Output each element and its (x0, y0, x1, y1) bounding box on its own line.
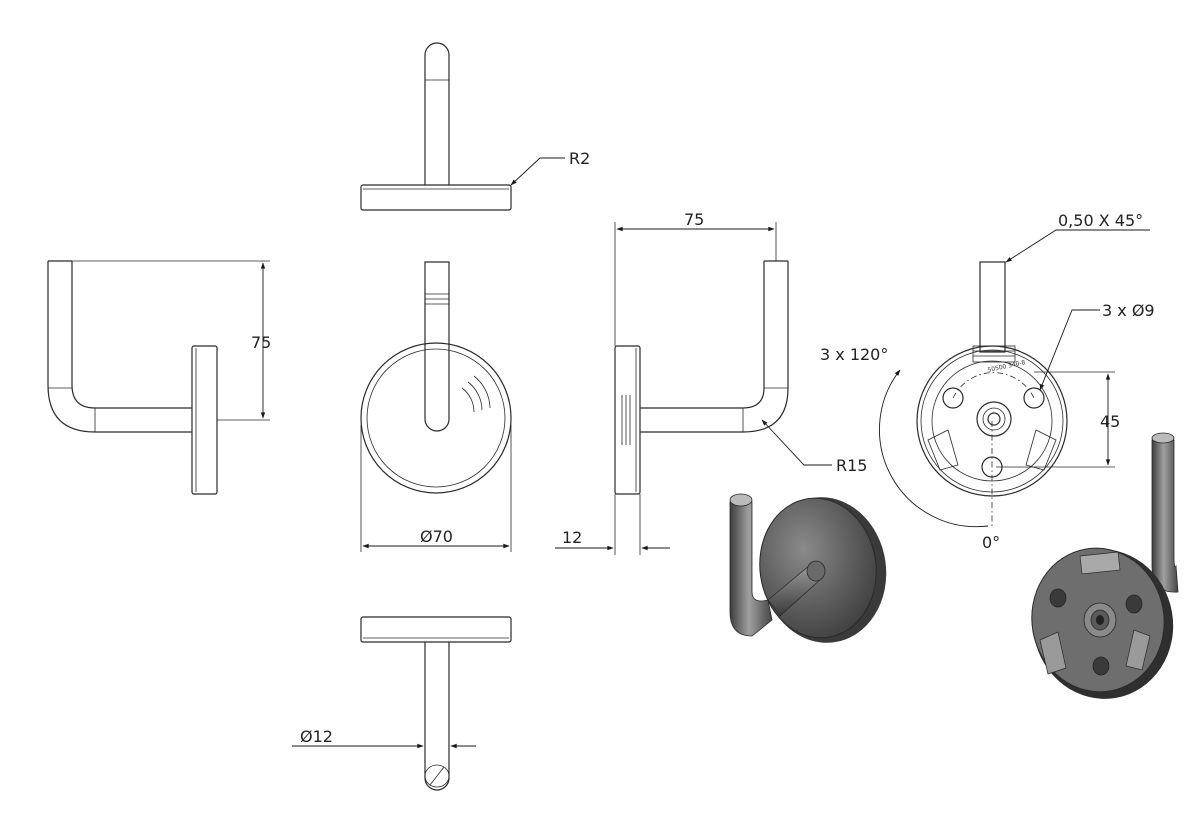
right-side-view: 75 R15 12 (555, 210, 867, 555)
isometric-back-render (1031, 432, 1179, 699)
top-view: R2 (360, 42, 590, 211)
r15-label: R15 (836, 456, 867, 475)
zero-deg-label: 0° (982, 533, 1000, 552)
left-side-view: 75 (47, 260, 271, 495)
front-view: Ø70 (360, 261, 512, 552)
height-75-label: 75 (251, 333, 271, 352)
chamfer-label: 0,50 X 45° (1058, 211, 1143, 230)
width-75-label: 75 (684, 210, 704, 229)
bottom-view: Ø12 (292, 616, 512, 791)
angle-label: 3 x 120° (820, 345, 888, 364)
back-view: 50500 340-8 3 x 120° 0° 0,50 X 45° 3 x Ø… (820, 211, 1155, 552)
holes-label: 3 x Ø9 (1102, 301, 1155, 320)
dia-70-label: Ø70 (420, 527, 453, 546)
isometric-front-render (729, 493, 887, 643)
spacing-45-label: 45 (1100, 412, 1120, 431)
thickness-12-label: 12 (562, 528, 582, 547)
dia-12-label: Ø12 (300, 727, 333, 746)
r2-label: R2 (569, 149, 590, 168)
